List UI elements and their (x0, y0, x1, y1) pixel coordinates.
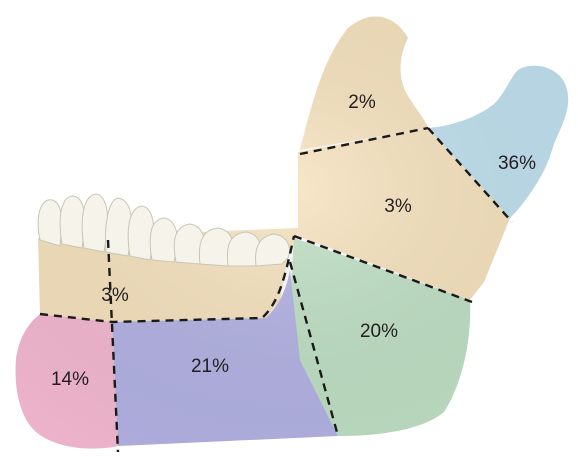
tooth (38, 200, 62, 246)
label-angle: 20% (360, 321, 398, 343)
tooth (60, 196, 85, 248)
tooth (82, 194, 108, 252)
tooth (150, 218, 177, 262)
label-ramus: 3% (384, 196, 411, 218)
label-alveolar: 3% (101, 285, 128, 307)
tooth (128, 206, 154, 260)
label-symphysis: 14% (51, 369, 89, 391)
label-body: 21% (191, 356, 229, 378)
label-condyle: 36% (498, 153, 536, 175)
label-coronoid: 2% (348, 92, 375, 114)
